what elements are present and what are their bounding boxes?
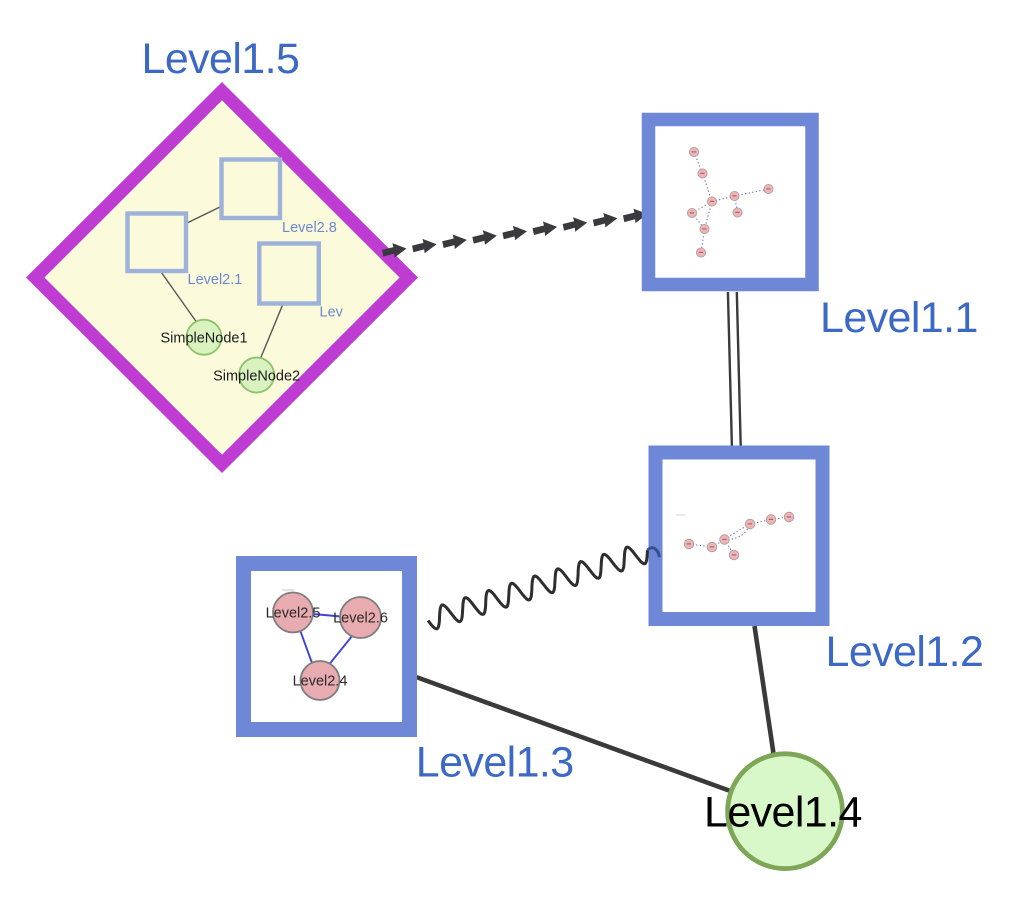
svg-text:Level1.1: Level1.1 [820, 294, 978, 342]
svg-text:SimpleNode2: SimpleNode2 [213, 369, 300, 385]
svg-text:Level1.2: Level1.2 [826, 628, 984, 676]
svg-text:Level1.5: Level1.5 [142, 35, 300, 83]
svg-text:Level1.3: Level1.3 [416, 739, 574, 787]
svg-text:Level2.5: Level2.5 [266, 606, 321, 622]
svg-text:SimpleNode1: SimpleNode1 [160, 331, 247, 347]
svg-text:Level1.4: Level1.4 [704, 788, 862, 836]
svg-text:Level2.1: Level2.1 [188, 272, 243, 288]
svg-text:Level2.6: Level2.6 [333, 611, 388, 627]
svg-text:Level2.8: Level2.8 [282, 220, 337, 236]
svg-text:Lev: Lev [320, 304, 344, 320]
svg-text:Level2.4: Level2.4 [293, 674, 348, 690]
